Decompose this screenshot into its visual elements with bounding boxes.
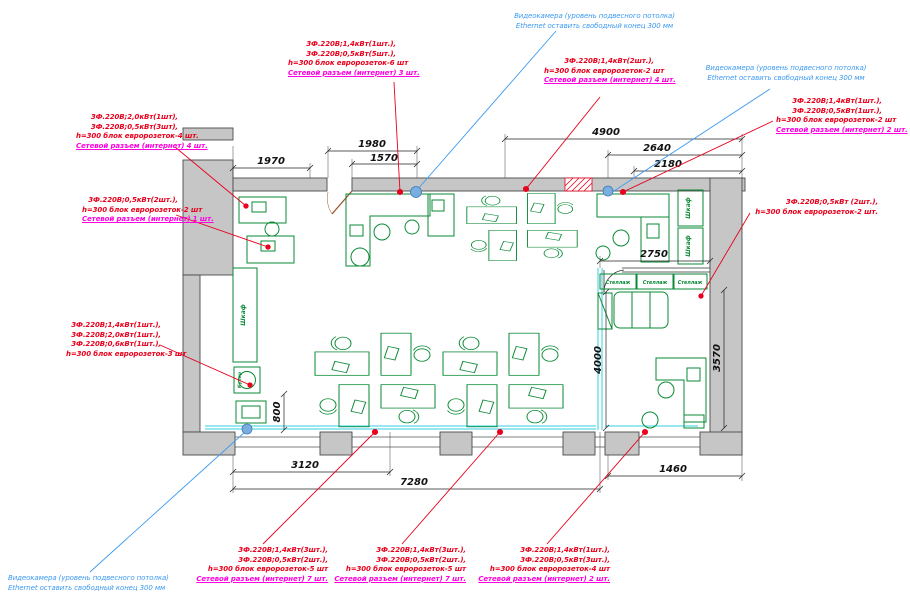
dimension-label: 2640 (643, 143, 671, 154)
power-note-line: 3Ф.220В;1,4кВт(1шт.), (306, 40, 396, 48)
dimension-label: 1970 (257, 156, 285, 167)
power-note-line: 3Ф.220В;0,5кВт(3шт.), (520, 555, 610, 564)
power-note-bottom-left: 3Ф.220В;1,4кВт(3шт.), 3Ф.220В;0,5кВт(2шт… (196, 546, 328, 584)
camera-note-line: Видеокамера (уровень подвесного потолка) (705, 64, 867, 72)
power-note-line: 3Ф.220В;0,5кВт(5шт.), (306, 49, 396, 58)
red-leader-lines (159, 81, 774, 545)
power-note-line: 3Ф.220В;1,4кВт(1шт.), (71, 321, 161, 329)
network-note-line: Сетевой разъем (интернет) 7 шт. (334, 574, 466, 583)
camera-note-line: Ethernet оставить свободный конец 300 мм (515, 21, 674, 30)
furniture-layer (232, 189, 708, 429)
dimensions-layer (229, 134, 746, 493)
dimension-label: 1460 (659, 464, 687, 475)
power-note-line: h=300 блок евророзеток-4 шт (489, 565, 610, 574)
power-note-line: h=300 блок евророзеток-5 шт (207, 565, 328, 574)
power-note-line: h=300 блок евророзеток-6 шт (288, 59, 409, 68)
window-lines (235, 436, 740, 448)
power-note-line: 3Ф.220В;0,5кВт(3шт), (90, 122, 178, 131)
power-note-line: 3Ф.220В;0,5кВт(2шт.), (88, 196, 178, 204)
network-note-line: Сетевой разъем (интернет) 1 шт. (82, 215, 214, 224)
network-note-line: Сетевой разъем (интернет) 2 шт. (478, 574, 610, 583)
power-note-line: 3Ф.220В;0,5кВт(2шт.), (238, 555, 328, 564)
power-note-line: 3Ф.220В;0,5кВт(1шт.), (792, 106, 882, 115)
power-note-left-mid: 3Ф.220В;0,5кВт(2шт.), h=300 блок евророз… (82, 196, 214, 225)
camera-dot (241, 185, 614, 435)
network-note-line: Сетевой разъем (интернет) 3 шт. (288, 68, 420, 77)
power-note-line: 3Ф.220В;2,0кВт(1шт.), (71, 330, 161, 339)
power-note-line: h=300 блок евророзеток-2 шт (82, 205, 203, 214)
network-note-line: Сетевой разъем (интернет) 2 шт. (776, 125, 908, 134)
power-note-line: h=300 блок евророзеток-5 шт (345, 565, 466, 574)
power-note-line: 3Ф.220В;0,6кВт(1шт.), (71, 340, 161, 349)
power-note-left-top: 3Ф.220В;2,0кВт(1шт), 3Ф.220В;0,5кВт(3шт)… (76, 113, 208, 151)
camera-note-line: Ethernet оставить свободный конец 300 мм (707, 73, 865, 82)
dimension-label: 1980 (358, 139, 386, 150)
power-note-line: h=300 блок евророзеток-2 шт (776, 116, 897, 125)
hatched-wall-segment (564, 177, 593, 192)
dimension-label: 4900 (591, 127, 620, 138)
dimension-label: 800 (272, 402, 283, 423)
dimension-label: 2180 (654, 159, 682, 170)
network-note-line: Сетевой разъем (интернет) 7 шт. (196, 574, 328, 583)
partition-and-doors (603, 267, 710, 293)
camera-note-line: Ethernet оставить свободный конец 300 мм (8, 583, 166, 592)
power-note-line: 3Ф.220В;1,4кВт(3шт.), (376, 546, 466, 554)
entrance-door (327, 190, 353, 215)
wardrobe-label: Шкаф (685, 197, 692, 219)
shelf-label: Стеллаж (678, 280, 703, 286)
cooler-label: Кулер (237, 371, 243, 388)
power-note-bottom-right: 3Ф.220В;1,4кВт(1шт.), 3Ф.220В;0,5кВт(3шт… (478, 546, 610, 584)
power-note-line: h=300 блок евророзеток-3 шт (66, 349, 187, 358)
power-note-top-mid: 3Ф.220В;1,4кВт(2шт.), h=300 блок евророз… (544, 57, 676, 86)
power-note-right-mid: 3Ф.220В;0,5кВт (2шт.), h=300 блок евроро… (752, 198, 878, 217)
power-note-line: h=300 блок евророзеток-2 шт. (755, 207, 878, 216)
dimension-label: 2750 (640, 249, 668, 260)
dimension-label: 4000 (593, 346, 604, 375)
camera-note-line: Видеокамера (уровень подвесного потолка) (8, 574, 169, 582)
wardrobe-label: Шкаф (240, 304, 247, 326)
power-note-line: 3Ф.220В;0,5кВт(2шт.), (376, 555, 466, 564)
power-note-line: 3Ф.220В;1,4кВт(1шт.), (520, 546, 610, 554)
power-note-bottom-mid: 3Ф.220В;1,4кВт(3шт.), 3Ф.220В;0,5кВт(2шт… (334, 546, 466, 584)
shelf-label: Стеллаж (643, 280, 668, 286)
power-note-line: h=300 блок евророзеток-4 шт. (76, 132, 199, 141)
camera-note-bottom: Видеокамера (уровень подвесного потолка)… (8, 574, 169, 593)
power-note-line: 3Ф.220В;1,4кВт(1шт.), (792, 97, 882, 105)
camera-leader-lines (89, 30, 771, 573)
network-note-line: Сетевой разъем (интернет) 4 шт. (76, 141, 208, 150)
network-note-line: Сетевой разъем (интернет) 4 шт. (544, 76, 676, 85)
shelf-label: Стеллаж (606, 280, 631, 286)
camera-note-line: Видеокамера (уровень подвесного потолка) (514, 12, 675, 20)
dimension-label: 1570 (370, 153, 398, 164)
dimension-label: 3570 (712, 344, 723, 372)
power-note-top-center: 3Ф.220В;1,4кВт(1шт.), 3Ф.220В;0,5кВт(5шт… (288, 40, 420, 78)
power-note-left-low: 3Ф.220В;1,4кВт(1шт.), 3Ф.220В;2,0кВт(1шт… (66, 321, 187, 359)
power-note-line: 3Ф.220В;0,5кВт (2шт.), (785, 198, 878, 206)
camera-note-right: Видеокамера (уровень подвесного потолка)… (697, 64, 875, 83)
power-note-line: 3Ф.220В;2,0кВт(1шт), (90, 113, 178, 121)
camera-note-top: Видеокамера (уровень подвесного потолка)… (502, 12, 687, 31)
power-note-line: h=300 блок евророзеток-2 шт (544, 66, 665, 75)
power-note-right-top: 3Ф.220В;1,4кВт(1шт.), 3Ф.220В;0,5кВт(1шт… (776, 97, 908, 135)
dimension-label: 7280 (400, 477, 428, 488)
power-note-line: 3Ф.220В;1,4кВт(2шт.), (564, 57, 654, 65)
power-note-line: 3Ф.220В;1,4кВт(3шт.), (238, 546, 328, 554)
dimension-label: 3120 (291, 460, 319, 471)
wardrobe-label: Шкаф (685, 235, 692, 257)
walls-layer (182, 127, 746, 456)
